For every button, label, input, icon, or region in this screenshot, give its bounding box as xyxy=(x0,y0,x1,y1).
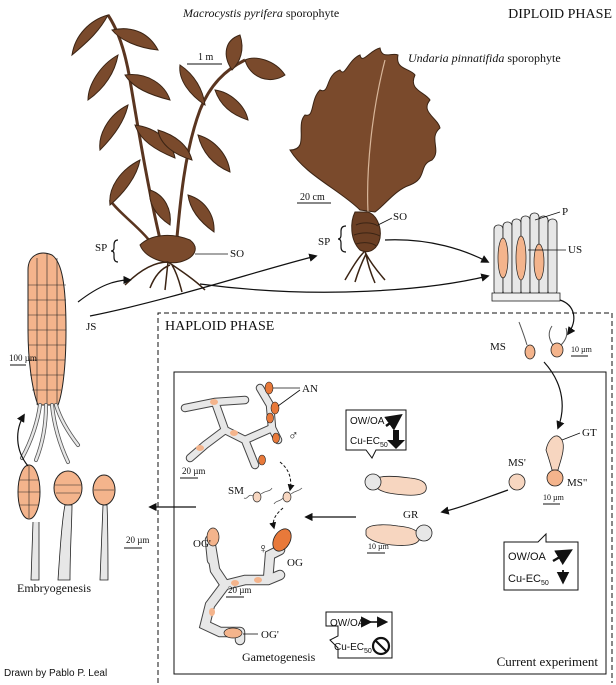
us-label: US xyxy=(568,244,582,256)
scale-label-1m: 1 m xyxy=(198,52,214,63)
sp-label-undaria: SP xyxy=(318,236,330,248)
gametogenesis-label: Gametogenesis xyxy=(242,650,316,664)
callout-bottom: OW/OA Cu-EC50 xyxy=(325,611,393,659)
svg-text:Cu-EC50: Cu-EC50 xyxy=(508,573,549,587)
male-symbol: ♂ xyxy=(288,427,299,443)
arrow-undaria-to-sorus xyxy=(384,239,490,263)
current-experiment-label: Current experiment xyxy=(497,654,599,669)
ms-label: MS xyxy=(490,341,506,353)
scale-label-10um-gr: 10 µm xyxy=(368,542,390,551)
sp-bracket-macrocystis xyxy=(110,239,119,263)
embryogenesis-label: Embryogenesis xyxy=(17,581,91,595)
sp-label-macrocystis: SP xyxy=(95,242,107,254)
undaria-sporophyte xyxy=(289,47,441,284)
arrow-js-to-undaria xyxy=(89,253,318,317)
haploid-phase-label: HAPLOID PHASE xyxy=(165,319,274,334)
macrocystis-title: Macrocystis pyrifera sporophyte xyxy=(182,6,339,20)
arrow-macrocystis-to-sorus xyxy=(199,273,490,293)
scale-label-10um-gt: 10 µm xyxy=(543,493,565,502)
og-prime-top-label: OG' xyxy=(193,538,211,550)
juvenile-sporophyte xyxy=(20,252,80,464)
gt-label: GT xyxy=(582,427,597,439)
so-label-macrocystis: SO xyxy=(230,248,244,260)
scale-label-20um-embryo: 20 µm xyxy=(126,535,149,545)
an-label: AN xyxy=(302,383,318,395)
ms-double-prime-label: MS" xyxy=(567,477,587,489)
ms-prime-label: MS' xyxy=(508,457,526,469)
so-leader-undaria xyxy=(377,217,393,226)
svg-text:Cu-EC50: Cu-EC50 xyxy=(350,436,388,449)
arrow-gt-to-gr xyxy=(440,489,509,515)
dashed-arrow-sm-to-og xyxy=(269,507,284,530)
dashed-arrow-an-to-sm xyxy=(279,461,295,492)
js-label: JS xyxy=(86,321,96,333)
so-label-undaria: SO xyxy=(393,211,407,223)
scale-label-20um-og: 20 µm xyxy=(228,585,251,595)
arrow-embryos-to-js xyxy=(16,413,29,467)
sm-label: SM xyxy=(228,485,244,497)
female-symbol: ♀ xyxy=(258,540,269,556)
diploid-phase-label: DIPLOID PHASE xyxy=(508,7,612,22)
sp-bracket-undaria xyxy=(337,225,347,253)
svg-text:OW/OA: OW/OA xyxy=(330,618,365,629)
scale-label-20cm: 20 cm xyxy=(300,192,325,203)
arrow-sorus-to-ms xyxy=(559,299,576,336)
callout-right: OW/OA Cu-EC50 xyxy=(503,532,579,591)
haploid-phase-border xyxy=(157,312,613,683)
meiospores xyxy=(518,321,568,360)
germlings xyxy=(364,473,433,546)
p-leader xyxy=(534,211,561,221)
callout-top: OW/OA Cu-EC50 xyxy=(345,409,407,459)
gt-leader xyxy=(561,432,581,441)
svg-text:Cu-EC50: Cu-EC50 xyxy=(334,642,372,655)
gr-label: GR xyxy=(403,509,419,521)
scale-label-100um: 100 µm xyxy=(9,353,37,363)
og-label: OG xyxy=(287,557,303,569)
embryos xyxy=(17,464,116,581)
spermatozoids xyxy=(243,487,303,505)
sorus-section xyxy=(491,212,561,302)
arrow-ms-to-gt xyxy=(543,361,565,430)
p-label: P xyxy=(562,206,568,218)
current-experiment-box xyxy=(173,371,607,675)
germinating-meiospores xyxy=(508,435,564,491)
arrow-js-to-macrocystis xyxy=(77,275,132,303)
credit-text: Drawn by Pablo P. Leal xyxy=(4,668,107,679)
scale-label-20um-an: 20 µm xyxy=(182,466,205,476)
og-prime-bottom-label: OG' xyxy=(261,629,279,641)
undaria-title: Undaria pinnatifida sporophyte xyxy=(408,51,561,65)
male-gametophyte xyxy=(180,381,283,470)
macrocystis-sporophyte xyxy=(71,14,286,293)
svg-text:OW/OA: OW/OA xyxy=(508,551,547,563)
an-leader-2 xyxy=(277,389,301,407)
female-gametophyte xyxy=(198,527,292,646)
svg-text:OW/OA: OW/OA xyxy=(350,416,385,427)
scale-label-10um-ms: 10 µm xyxy=(571,345,593,354)
